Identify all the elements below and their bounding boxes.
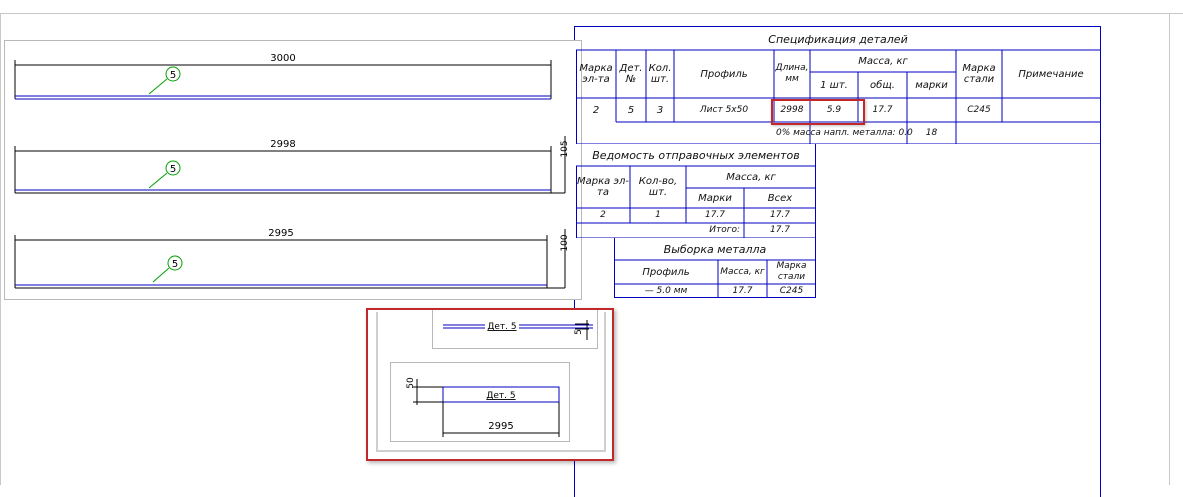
shipping-header-qty: Кол-во, шт. bbox=[638, 176, 678, 198]
beam-1-mark: 5 bbox=[170, 70, 176, 81]
spec-header-mass-total: общ. bbox=[870, 79, 895, 91]
metal-title: Выборка металла bbox=[663, 242, 767, 256]
sheet-border-left bbox=[0, 13, 1, 485]
spec-header-length: Длина, мм bbox=[775, 63, 809, 84]
spec-header-mass: Масса, кг bbox=[858, 55, 908, 67]
detail-bottom-length: 2995 bbox=[488, 421, 513, 432]
highlight-spec-cells bbox=[771, 99, 865, 125]
spec-header-mass-mark: марки bbox=[915, 79, 948, 91]
spec-cell-steel[interactable]: С245 bbox=[967, 104, 991, 115]
specification-table[interactable]: Спецификация деталей Марка эл-та Дет. № … bbox=[576, 28, 1100, 144]
spec-cell-qty[interactable]: 3 bbox=[656, 104, 664, 116]
detail-bottom-drawing: 50 Дет. 5 2995 bbox=[406, 377, 560, 437]
metal-header-mass: Масса, кг bbox=[720, 266, 765, 277]
beam-3-mark: 5 bbox=[172, 259, 178, 270]
shipping-cell-mass-mark[interactable]: 17.7 bbox=[704, 210, 726, 220]
spec-cell-mark[interactable]: 2 bbox=[592, 104, 600, 116]
beam-2-mark: 5 bbox=[170, 164, 176, 175]
metal-table[interactable]: Выборка металла Профиль Масса, кг Марка … bbox=[614, 238, 816, 298]
shipping-header-mark: Марка эл-та bbox=[577, 176, 629, 198]
detail-top-side: 5 bbox=[574, 329, 584, 335]
sheet-border-top bbox=[0, 13, 1183, 14]
sheet-border-right bbox=[1169, 13, 1170, 485]
spec-cell-det[interactable]: 5 bbox=[627, 104, 635, 116]
spec-cell-profile[interactable]: Лист 5х50 bbox=[699, 104, 749, 115]
shipping-title: Ведомость отправочных элементов bbox=[592, 148, 800, 162]
spec-cell-mass-one[interactable]: 5.9 bbox=[826, 104, 842, 115]
shipping-table[interactable]: Ведомость отправочных элементов Марка эл… bbox=[576, 144, 816, 238]
beam-2-mark-bubble[interactable] bbox=[165, 160, 181, 176]
detail-top-panel[interactable]: Дет. 5 5 bbox=[432, 310, 598, 349]
spec-header-qty: Кол. шт. bbox=[648, 63, 672, 85]
metal-grid bbox=[614, 238, 816, 298]
shipping-cell-mass-all[interactable]: 17.7 bbox=[769, 210, 791, 220]
beam-3-mark-bubble[interactable] bbox=[167, 255, 183, 271]
beam-2-height-label: 105 bbox=[560, 140, 570, 157]
shipping-header-mass: Масса, кг bbox=[726, 171, 776, 183]
beam-3-length-label: 2995 bbox=[268, 228, 293, 239]
metal-cell-mass[interactable]: 17.7 bbox=[732, 285, 753, 296]
shipping-header-mass-all: Всех bbox=[767, 192, 793, 204]
beam-view-2[interactable]: 2998 105 5 bbox=[14, 136, 570, 194]
beam-3-height-label: 100 bbox=[560, 234, 570, 251]
spec-header-mark: Марка эл-та bbox=[579, 63, 613, 85]
shipping-cell-mark[interactable]: 2 bbox=[600, 210, 606, 220]
shipping-total-value: 17.7 bbox=[769, 225, 791, 235]
spec-header-note: Примечание bbox=[1018, 68, 1084, 80]
shipping-grid bbox=[576, 144, 816, 238]
beam-views-panel[interactable]: 3000 5 2998 105 5 bbox=[4, 40, 582, 300]
spec-grid bbox=[576, 49, 1100, 144]
beam-view-3[interactable]: 2995 100 5 bbox=[14, 228, 570, 289]
spec-cell-mark-mass[interactable]: 18 bbox=[925, 127, 938, 138]
metal-cell-steel[interactable]: С245 bbox=[779, 285, 804, 296]
spec-header-mass-one: 1 шт. bbox=[820, 79, 848, 91]
spec-weld-note: 0% масса напл. металла: 0.0 bbox=[776, 127, 913, 138]
beam-1-length-label: 3000 bbox=[270, 53, 295, 64]
shipping-total-label: Итого: bbox=[709, 225, 740, 235]
spec-header-profile: Профиль bbox=[700, 68, 748, 80]
metal-cell-profile[interactable]: — 5.0 мм bbox=[644, 285, 688, 296]
spec-cell-length[interactable]: 2998 bbox=[780, 104, 804, 115]
detail-views-inner bbox=[376, 312, 606, 452]
detail-top-drawing: Дет. 5 5 bbox=[443, 320, 593, 340]
beam-1-mark-bubble[interactable] bbox=[165, 66, 181, 82]
detail-bottom-label: Дет. 5 bbox=[486, 391, 515, 401]
spec-header-det: Дет. № bbox=[619, 63, 643, 85]
shipping-cell-qty[interactable]: 1 bbox=[655, 210, 661, 220]
spec-cell-mass-total[interactable]: 17.7 bbox=[872, 104, 893, 115]
spec-title: Спецификация деталей bbox=[768, 32, 908, 46]
beam-view-1[interactable]: 3000 5 bbox=[14, 53, 552, 100]
beam-2-length-label: 2998 bbox=[270, 139, 295, 150]
detail-views-group[interactable]: Дет. 5 5 50 Дет. 5 2995 bbox=[366, 308, 614, 461]
spec-header-steel: Марка стали bbox=[962, 63, 996, 85]
detail-top-label: Дет. 5 bbox=[487, 322, 516, 332]
detail-bottom-height: 50 bbox=[406, 377, 416, 389]
metal-header-profile: Профиль bbox=[642, 266, 690, 278]
beam-drawings: 3000 5 2998 105 5 bbox=[14, 53, 570, 289]
detail-bottom-panel[interactable]: 50 Дет. 5 2995 bbox=[390, 362, 570, 442]
shipping-header-mass-mark: Марки bbox=[698, 192, 732, 204]
metal-header-steel: Марка стали bbox=[776, 261, 807, 282]
